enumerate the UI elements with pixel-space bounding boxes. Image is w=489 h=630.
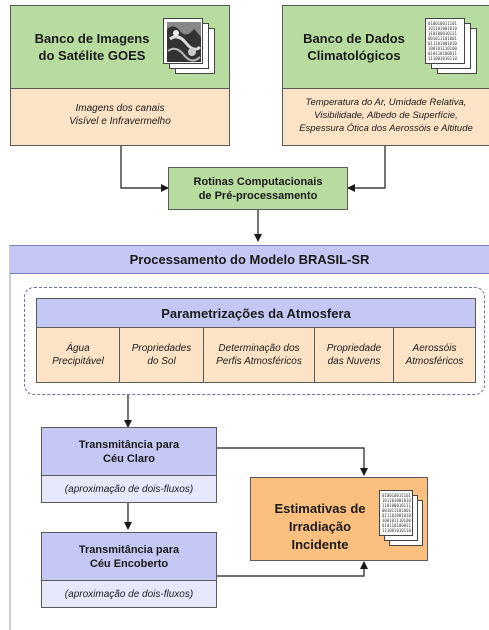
satellite-image-icon (163, 18, 219, 78)
cloudy-sky-note: (aproximação de dois-fluxos) (64, 588, 194, 600)
param-cell-clouds: Propriedade das Nuvens (315, 328, 393, 382)
goes-title: Banco de Imagens do Satélite GOES (27, 30, 157, 64)
goes-desc-panel: Imagens dos canais Visível e Infravermel… (11, 88, 229, 145)
cloudy-sky-title-line2: Céu Encoberto (89, 557, 169, 570)
param-cell-1-line1: Propriedades (131, 343, 192, 354)
clima-desc: Temperatura do Ar, Umidade Relativa, Vis… (283, 96, 489, 135)
binary-line: 010110100011 (428, 51, 457, 56)
arrow-goes-to-preproc (120, 146, 169, 192)
clear-sky-title-line2: Céu Claro (103, 452, 155, 465)
binary-line: 101101001010 (428, 26, 457, 31)
param-cell-4-line1: Aerossóis (412, 343, 457, 354)
param-cell-2-line1: Determinação dos (218, 343, 300, 354)
goes-title-line1: Banco de Imagens (34, 31, 150, 46)
clear-sky-title-panel: Transmitância para Céu Claro (42, 428, 216, 475)
cloudy-sky-title-panel: Transmitância para Céu Encoberto (42, 533, 216, 580)
arrow-cloudy-to-output (217, 561, 368, 577)
clear-sky-title: Transmitância para Céu Claro (79, 438, 179, 466)
clima-desc-line2: Visibilidade, Albedo de Superfície, (314, 110, 458, 121)
clima-desc-panel: Temperatura do Ar, Umidade Relativa, Vis… (283, 88, 489, 145)
cloudy-sky-title-line1: Transmitância para (78, 543, 180, 556)
param-cell-3-line2: das Nuvens (327, 356, 381, 367)
param-cell-4-line2: Atmosféricos (405, 356, 464, 367)
binary-line: 100101110100 (382, 518, 411, 523)
arrow-clima-to-preproc (347, 146, 386, 192)
binary-line: 110100010111 (428, 31, 457, 36)
goes-title-line2: do Satélite GOES (38, 48, 146, 63)
clima-title: Banco de Dados Climatológicos (289, 30, 419, 64)
cloudy-sky-transmittance-box: Transmitância para Céu Encoberto (aproxi… (41, 532, 217, 608)
arrow-clear-to-output (217, 447, 368, 476)
goes-desc: Imagens dos canais Visível e Infravermel… (11, 102, 229, 128)
clear-sky-note: (aproximação de dois-fluxos) (64, 483, 194, 495)
param-cell-2-line2: Perfis Atmosféricos (216, 356, 302, 367)
cloudy-sky-title: Transmitância para Céu Encoberto (79, 543, 179, 571)
irradiation-estimates-box: Estimativas de Irradiação Incidente 0100… (250, 477, 428, 561)
binary-line: 001011101001 (382, 508, 411, 513)
binary-line: 010010011101 (428, 21, 457, 26)
clima-desc-line1: Temperatura do Ar, Umidade Relativa, (305, 97, 467, 108)
goes-desc-line1: Imagens dos canais (75, 103, 165, 114)
clima-title-line1: Banco de Dados (303, 31, 405, 46)
binary-line: 010010011101 (382, 493, 411, 498)
clear-sky-transmittance-box: Transmitância para Céu Claro (aproximaçã… (41, 427, 217, 503)
clima-title-line2: Climatológicos (307, 48, 401, 63)
clima-desc-line3: Espessura Ótica dos Aerossóis e Altitude (299, 123, 473, 134)
preprocessing-box: Rotinas Computacionais de Pré-processame… (168, 167, 348, 210)
model-header-title: Processamento do Modelo BRASIL-SR (129, 252, 370, 267)
output-title-line1: Estimativas de (274, 501, 366, 516)
param-cell-sun: Propriedades do Sol (120, 328, 203, 382)
binary-line: 111001010110 (428, 56, 457, 61)
output-title-line2: Irradiação Incidente (288, 519, 352, 552)
binary-line: 011101001010 (382, 513, 411, 518)
binary-line: 001011101001 (428, 36, 457, 41)
clima-title-panel: Banco de Dados Climatológicos 0100100111… (283, 6, 489, 88)
cloudy-sky-note-panel: (aproximação de dois-fluxos) (42, 580, 216, 607)
preproc-line1: Rotinas Computacionais (193, 175, 323, 188)
clear-sky-title-line1: Transmitância para (78, 438, 180, 451)
binary-line: 010110100011 (382, 523, 411, 528)
goes-title-panel: Banco de Imagens do Satélite GOES (11, 6, 229, 88)
binary-line: 110100010111 (382, 503, 411, 508)
atmosphere-params-container (24, 287, 485, 395)
binary-line: 101101001010 (382, 498, 411, 503)
binary-line: 111001010110 (382, 528, 411, 533)
climatological-data-bank-box: Banco de Dados Climatológicos 0100100111… (282, 5, 489, 146)
params-title-bar: Parametrizações da Atmosfera (36, 298, 476, 328)
binary-line: 100101110100 (428, 46, 457, 51)
binary-line: 011101001010 (428, 41, 457, 46)
preproc-text: Rotinas Computacionais de Pré-processame… (194, 175, 323, 203)
preproc-line2: de Pré-processamento (198, 189, 318, 202)
params-title: Parametrizações da Atmosfera (161, 305, 351, 321)
goes-desc-line2: Visível e Infravermelho (69, 116, 171, 127)
param-cell-0-line2: Precipitável (52, 356, 104, 367)
clear-sky-note-panel: (aproximação de dois-fluxos) (42, 475, 216, 502)
goes-image-bank-box: Banco de Imagens do Satélite GOES Imagen… (10, 5, 230, 146)
output-title: Estimativas de Irradiação Incidente (261, 500, 379, 554)
param-cell-3-line1: Propriedade (326, 343, 382, 354)
model-header-bar: Processamento do Modelo BRASIL-SR (10, 245, 489, 274)
param-cell-1-line2: do Sol (147, 356, 176, 367)
param-cell-0-line1: Água (66, 343, 90, 354)
